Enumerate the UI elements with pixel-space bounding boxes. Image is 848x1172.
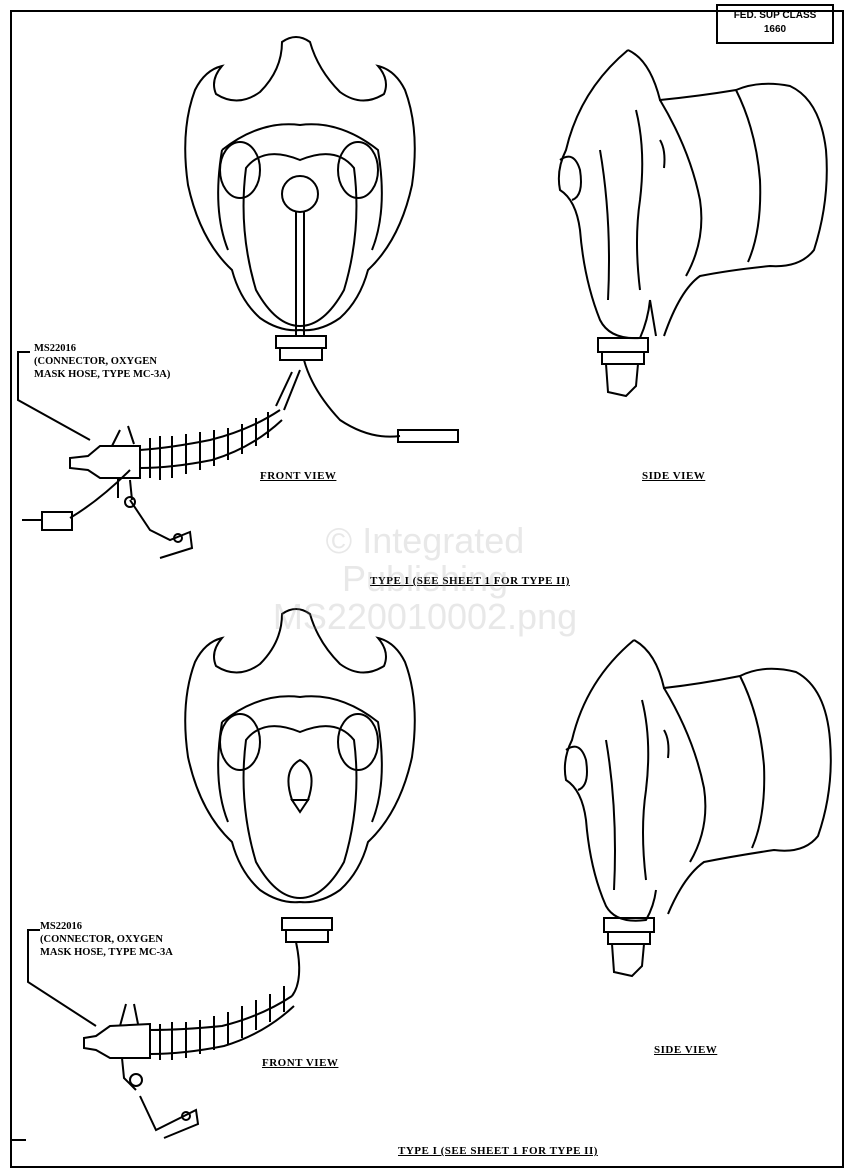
fsc-value: 1660 — [763, 24, 787, 35]
bottom-front-view-mask — [83, 608, 416, 1139]
bottom-connector-callout: MS22016 (CONNECTOR, OXYGEN MASK HOSE, TY… — [40, 921, 173, 958]
drawing-border — [10, 10, 844, 1168]
top-type-caption: TYPE I (SEE SHEET 1 FOR TYPE II) — [370, 575, 570, 587]
top-front-view-label: FRONT VIEW — [260, 470, 337, 482]
top-front-view-mask — [22, 36, 459, 559]
top-connector-callout: MS22016 (CONNECTOR, OXYGEN MASK HOSE, TY… — [34, 343, 171, 380]
top-side-view-mask — [557, 49, 828, 398]
bottom-type-caption: TYPE I (SEE SHEET 1 FOR TYPE II) — [398, 1145, 598, 1157]
bottom-side-view-label: SIDE VIEW — [654, 1044, 718, 1056]
fsc-label: FED. SUP CLASS — [733, 10, 817, 21]
top-side-view-label: SIDE VIEW — [642, 470, 706, 482]
top-callout-leader — [17, 351, 91, 441]
bottom-front-view-label: FRONT VIEW — [262, 1057, 339, 1069]
bottom-callout-leader — [27, 929, 97, 1027]
fsc-box: FED. SUP CLASS 1660 — [716, 4, 834, 44]
bottom-side-view-mask — [563, 639, 832, 978]
